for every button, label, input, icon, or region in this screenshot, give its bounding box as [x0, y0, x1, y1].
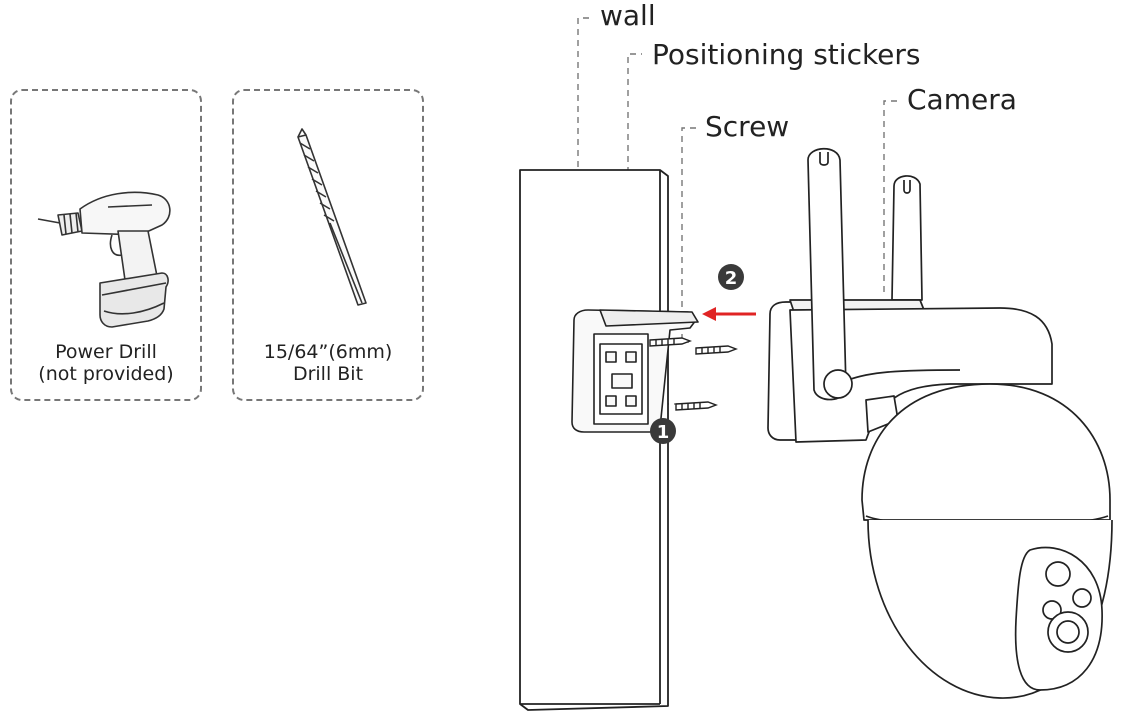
screw-bottom [675, 401, 718, 411]
screw-leader [681, 127, 696, 340]
drill-bit-label-line2: Drill Bit [292, 363, 364, 385]
step-1-number: 1 [657, 422, 670, 443]
power-drill-card: Power Drill (not provided) [10, 89, 202, 401]
camera-leader [883, 100, 898, 292]
camera-device [767, 147, 1113, 699]
step-2-number: 2 [725, 268, 738, 289]
screws [649, 337, 738, 411]
drill-bit-label: 15/64”(6mm) Drill Bit [234, 341, 422, 385]
mounting-bracket [571, 309, 699, 433]
drill-bit-card: 15/64”(6mm) Drill Bit [232, 89, 424, 401]
power-drill-label: Power Drill (not provided) [12, 341, 200, 385]
power-drill-icon [37, 191, 171, 328]
screw-label: Screw [705, 110, 790, 143]
camera-label: Camera [907, 83, 1017, 116]
wall-panel [519, 169, 669, 711]
step-badge-2: 2 [718, 264, 744, 290]
drill-bit-icon [297, 128, 367, 306]
power-drill-label-line1: Power Drill [55, 341, 157, 363]
positioning-stickers-label: Positioning stickers [652, 38, 921, 71]
power-drill-label-line2: (not provided) [38, 363, 174, 385]
step-badge-1: 1 [650, 418, 676, 444]
wall-leader [577, 17, 592, 200]
insert-direction-arrow [702, 307, 756, 321]
drill-bit-label-line1: 15/64”(6mm) [263, 341, 393, 363]
wall-label: wall [600, 0, 656, 32]
screw-top [649, 337, 692, 347]
screw-middle [695, 345, 738, 355]
